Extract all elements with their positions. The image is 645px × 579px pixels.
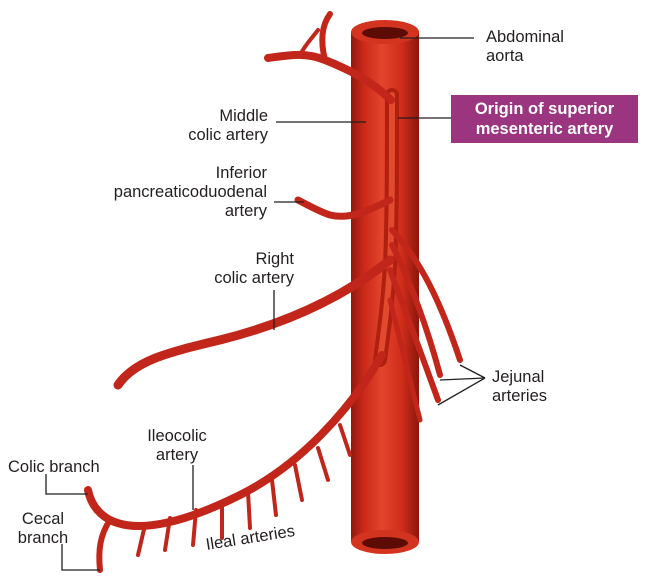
label-origin-sma: Origin of superior mesenteric artery [451,95,638,143]
label-middle-colic: Middle colic artery [160,107,268,145]
label-inferior-pancreaticoduodenal: Inferior pancreaticoduodenal artery [64,164,267,221]
label-colic-branch: Colic branch [8,458,100,477]
label-abdominal-aorta: Abdominal aorta [486,28,564,66]
label-cecal-branch: Cecal branch [10,510,76,548]
label-jejunal: Jejunal arteries [492,368,547,406]
label-right-colic: Right colic artery [184,250,294,288]
label-ileocolic: Ileocolic artery [128,427,226,465]
